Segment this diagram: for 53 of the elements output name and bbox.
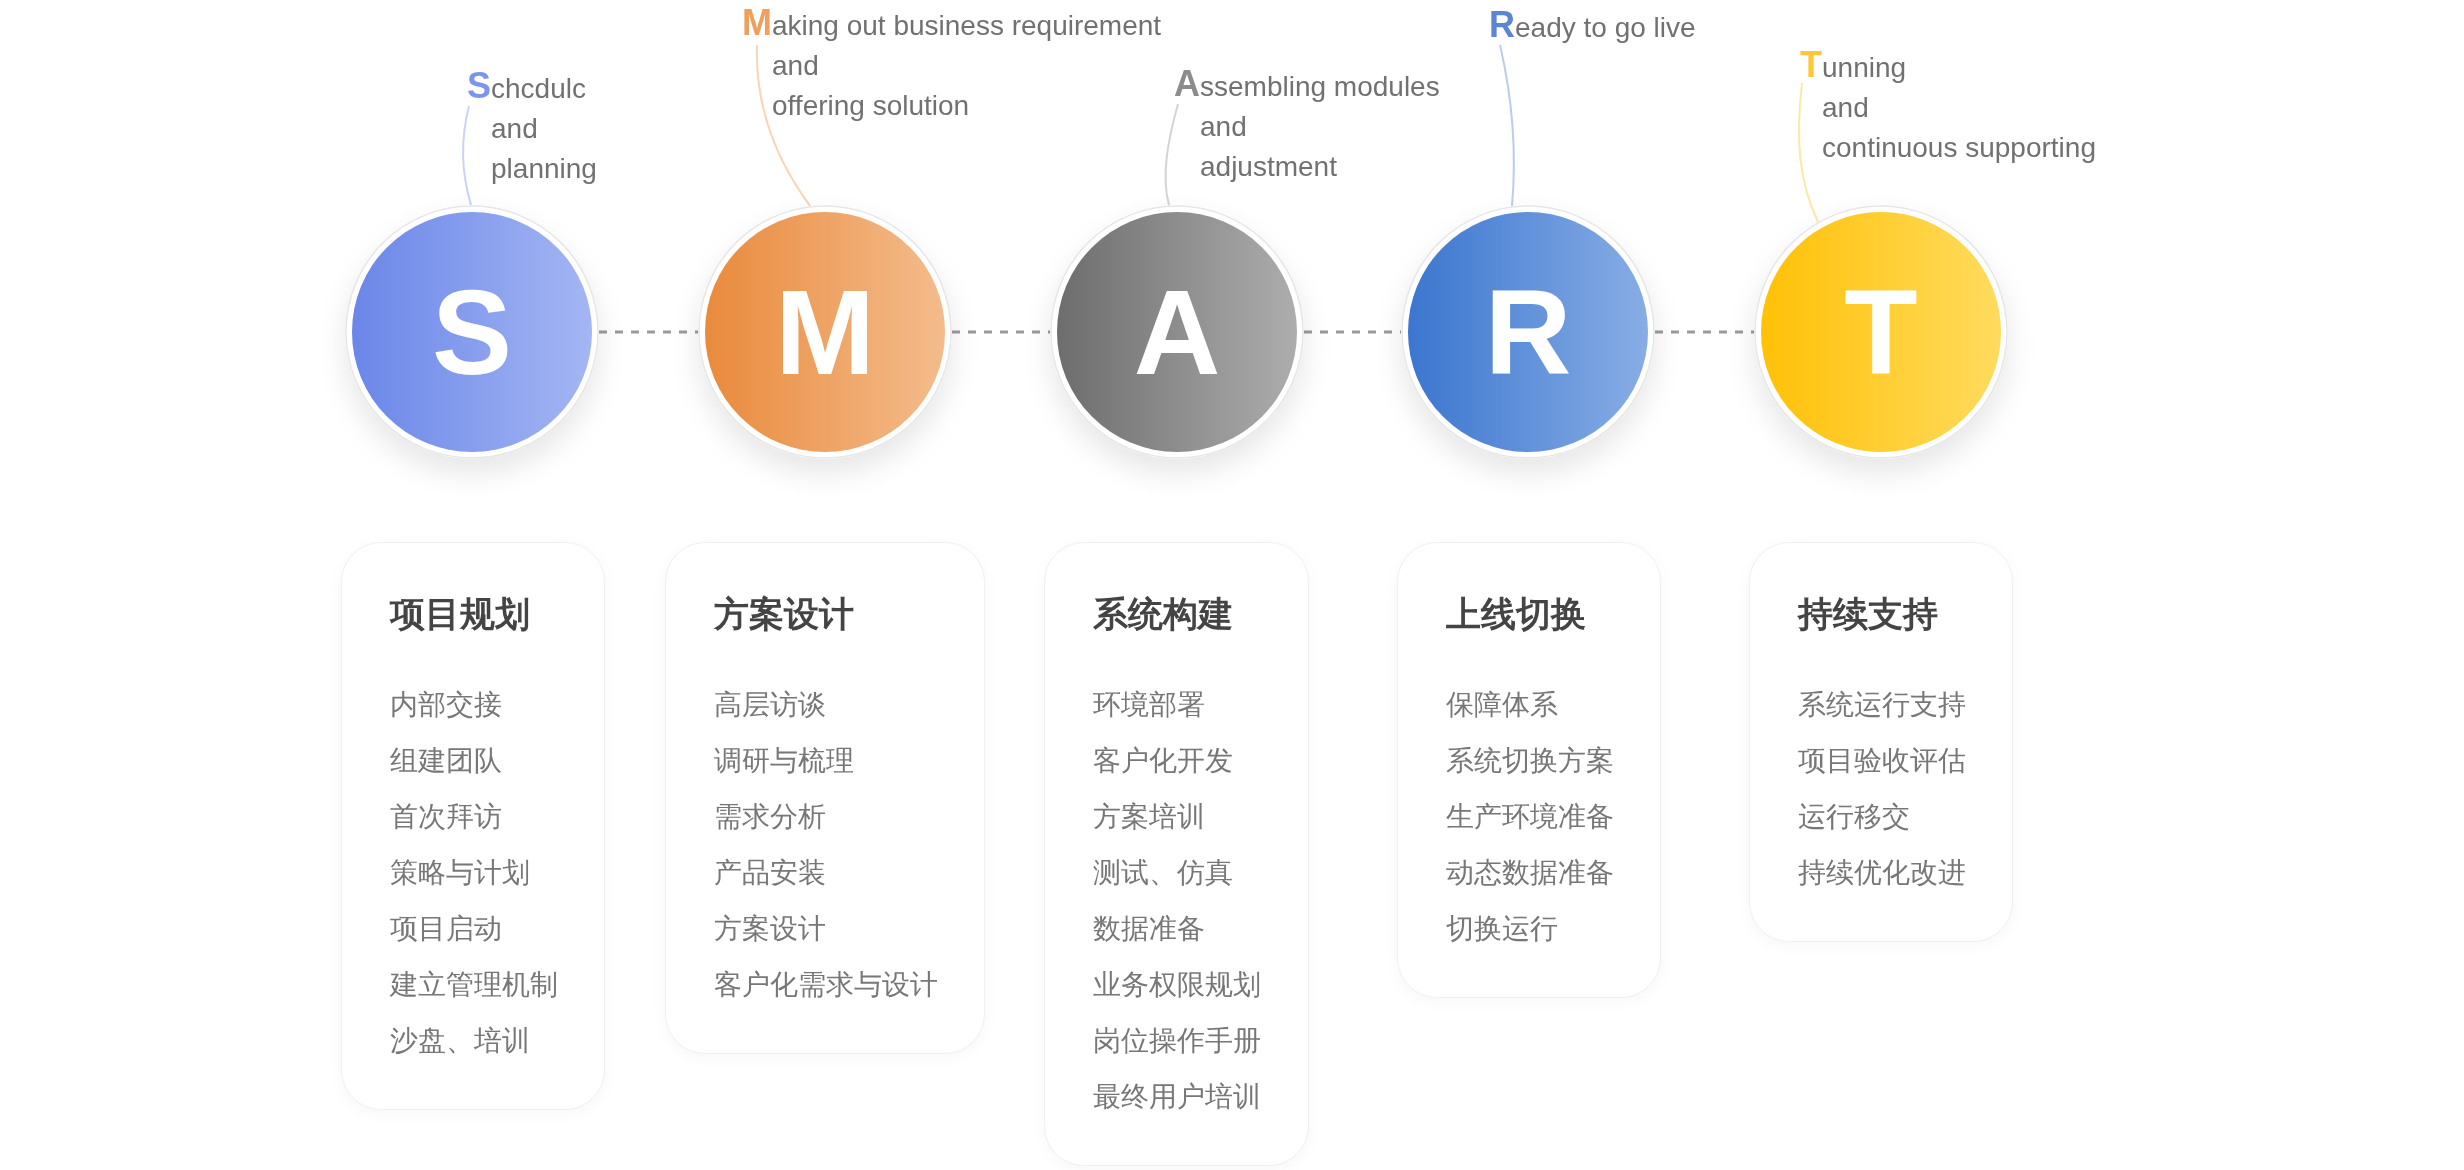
list-item: 产品安装: [714, 856, 827, 890]
list-item: 运行移交: [1798, 800, 1911, 834]
card-heading: 持续支持: [1798, 593, 1939, 635]
list-item: 高层访谈: [714, 688, 827, 722]
list-item: 环境部署: [1093, 688, 1206, 722]
list-item: 系统切换方案: [1446, 744, 1615, 778]
leader-line: [1164, 103, 1179, 207]
list-item: 数据准备: [1093, 912, 1206, 946]
list-item: 系统运行支持: [1798, 688, 1967, 722]
list-item: 保障体系: [1446, 688, 1559, 722]
list-item: 切换运行: [1446, 912, 1559, 946]
letter-circle: T: [1754, 205, 2008, 459]
letter-circle: A: [1050, 205, 1304, 459]
dotted-connector: [952, 330, 1050, 334]
card-heading: 方案设计: [714, 593, 855, 635]
letter-circle: M: [698, 205, 952, 459]
list-item: 组建团队: [390, 744, 503, 778]
list-item: 项目启动: [390, 912, 503, 946]
list-item: 持续优化改进: [1798, 856, 1967, 890]
list-item: 岗位操作手册: [1093, 1024, 1262, 1058]
step-caption: Assembling modules and adjustment: [1174, 64, 1440, 187]
list-item: 策略与计划: [390, 856, 531, 890]
list-item: 最终用户培训: [1093, 1080, 1262, 1114]
list-item: 生产环境准备: [1446, 800, 1615, 834]
list-item: 建立管理机制: [390, 968, 559, 1002]
list-item: 动态数据准备: [1446, 856, 1615, 890]
list-item: 首次拜访: [390, 800, 503, 834]
step-caption: Schcdulc and planning: [467, 66, 597, 189]
list-item: 客户化需求与设计: [714, 968, 939, 1002]
list-item: 测试、仿真: [1093, 856, 1234, 890]
card-heading: 系统构建: [1093, 593, 1234, 635]
step-caption: Making out business requirement and offering solution: [742, 3, 1162, 126]
card-heading: 项目规划: [390, 593, 531, 635]
list-item: 业务权限规划: [1093, 968, 1262, 1002]
leader-line: [462, 105, 472, 206]
list-item: 方案培训: [1093, 800, 1206, 834]
step-caption: Ready to go live: [1489, 5, 1696, 48]
letter-circle: S: [345, 205, 599, 459]
list-item: 需求分析: [714, 800, 827, 834]
letter-circle: R: [1401, 205, 1655, 459]
dotted-connector: [1655, 330, 1754, 334]
list-item: 项目验收评估: [1798, 744, 1967, 778]
list-item: 客户化开发: [1093, 744, 1234, 778]
list-item: 方案设计: [714, 912, 827, 946]
list-item: 沙盘、培训: [390, 1024, 531, 1058]
card-heading: 上线切换: [1446, 593, 1587, 635]
dotted-connector: [599, 330, 698, 334]
step-caption: Tunning and continuous supporting: [1800, 45, 2096, 168]
list-item: 调研与梳理: [714, 744, 855, 778]
leader-line: [1798, 82, 1819, 223]
leader-line: [755, 44, 811, 207]
leader-line: [1499, 44, 1515, 207]
list-item: 内部交接: [390, 688, 503, 722]
